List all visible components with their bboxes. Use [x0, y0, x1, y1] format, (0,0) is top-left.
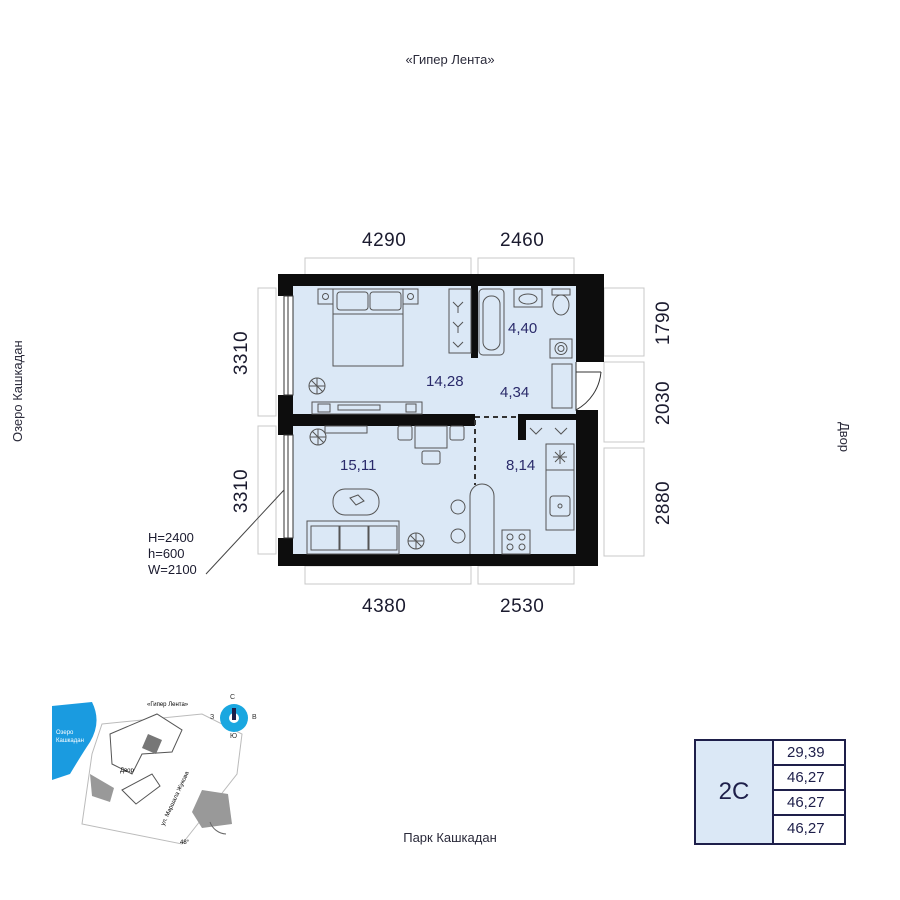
dimension-left-upper: 3310	[231, 330, 253, 376]
bathtub-icon	[478, 288, 505, 356]
bar-stool-icon	[450, 499, 466, 544]
fridge-icon	[545, 443, 575, 471]
wall-kitchen-stub	[518, 414, 526, 440]
floor-plant-icon	[407, 532, 425, 550]
compass-east: В	[252, 714, 257, 721]
apartment-type: 2С	[696, 741, 774, 843]
surroundings-top-label: «Гипер Лента»	[405, 52, 495, 67]
kitchen-sink-icon	[549, 495, 571, 517]
room-area-bedroom: 14,28	[426, 373, 464, 390]
coffee-table-icon	[332, 488, 380, 516]
legend-value-1: 29,39	[774, 741, 844, 766]
wardrobe-icon	[448, 288, 472, 354]
washing-machine-icon	[549, 338, 573, 359]
site-plan-map: «Гипер Лента» Озеро Кашкадан Двор ул. Ма…	[52, 702, 243, 846]
site-plan-lake-label-1: Озеро	[56, 730, 74, 736]
wall-top	[278, 274, 604, 286]
wall-left-top	[278, 274, 293, 296]
building-west-shape	[90, 774, 114, 802]
dining-table-icon	[397, 425, 465, 465]
wall-middle	[293, 414, 475, 426]
dimension-bottom-right: 2530	[500, 596, 545, 617]
hanger-icon	[529, 427, 568, 435]
wall-bath-left	[471, 286, 478, 358]
site-plan-street-label: ул. Маршала Жукова	[160, 770, 191, 827]
dimension-left-lower: 3310	[231, 468, 253, 514]
compass-north: С	[230, 694, 236, 701]
site-plan-angle-label: 48°	[180, 840, 190, 846]
hallway-cabinet-icon	[551, 363, 573, 409]
building-east-shape	[192, 790, 232, 828]
legend-value-4: 46,27	[787, 820, 825, 837]
site-plan: «Гипер Лента» Озеро Кашкадан Двор ул. Ма…	[52, 694, 282, 854]
stove-icon	[501, 529, 531, 555]
wall-kitchen-top	[526, 414, 576, 420]
toilet-icon	[551, 288, 571, 316]
site-plan-lake-label-2: Кашкадан	[56, 738, 84, 744]
nightstand-icon	[317, 288, 419, 305]
legend-value-3: 46,27	[774, 791, 844, 816]
dimension-top-right: 2460	[500, 230, 545, 251]
window-height: H=2400	[148, 530, 194, 545]
dimension-right-middle: 2030	[653, 380, 675, 426]
lamp-icon	[309, 428, 327, 446]
room-area-bathroom: 4,40	[508, 320, 538, 337]
window-note: H=2400 h=600 W=2100	[148, 530, 197, 578]
window-note-pointer	[205, 489, 285, 575]
wall-right-top	[576, 274, 604, 362]
site-plan-top-label: «Гипер Лента»	[147, 702, 189, 708]
window-width: W=2100	[148, 562, 197, 577]
window-sill-height: h=600	[148, 546, 185, 561]
bar-counter-icon	[469, 483, 495, 554]
bed-icon	[332, 288, 404, 367]
desk-icon	[311, 401, 423, 415]
compass-icon	[220, 704, 248, 732]
site-plan-yard-label: Двор	[120, 768, 135, 774]
compass-west: З	[210, 714, 215, 721]
windows	[283, 295, 294, 539]
room-area-kitchen: 8,14	[506, 457, 536, 474]
sink-icon	[513, 288, 543, 308]
surroundings-bottom-label: Парк Кашкадан	[403, 830, 497, 845]
dimension-bottom-left: 4380	[362, 596, 407, 617]
wall-left-bottom	[278, 538, 293, 566]
dimension-right-bottom: 2880	[653, 480, 675, 526]
legend-value-2: 46,27	[774, 766, 844, 791]
tv-stand-icon	[324, 425, 368, 434]
apartment-legend: 2С 29,39 46,27 46,27 46,27	[694, 739, 846, 845]
dimension-right-top: 1790	[653, 300, 675, 346]
walls	[278, 274, 604, 566]
room-area-living: 15,11	[340, 457, 377, 474]
room-area-hallway: 4,34	[500, 384, 530, 401]
lake-shape	[52, 702, 97, 780]
wall-right-bottom	[576, 410, 598, 566]
dimension-top-left: 4290	[362, 230, 407, 251]
compass-south: Ю	[230, 733, 238, 740]
plant-icon	[308, 377, 326, 395]
sofa-icon	[306, 520, 400, 555]
wall-left-middle	[278, 395, 293, 435]
wall-bottom	[278, 554, 598, 566]
entrance-door	[575, 362, 602, 411]
